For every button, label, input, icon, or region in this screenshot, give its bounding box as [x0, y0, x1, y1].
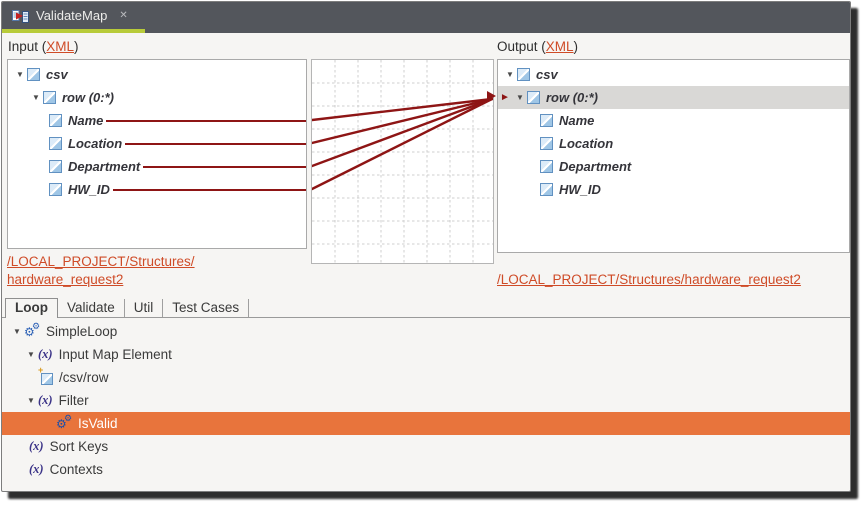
tab-loop[interactable]: Loop — [5, 298, 58, 318]
tree-item-label: IsValid — [78, 416, 118, 431]
node-label: Department — [68, 159, 141, 174]
node-label: csv — [46, 67, 68, 82]
mapper-tab-folder: Loop Validate Util Test Cases — [2, 297, 850, 318]
node-label: csv — [536, 67, 558, 82]
input-node-row[interactable]: ▼ row (0:*) — [8, 86, 306, 109]
node-label: HW_ID — [559, 182, 601, 197]
input-node-department[interactable]: Department — [8, 155, 306, 178]
tab-validate[interactable]: Validate — [58, 299, 125, 317]
tree-item-label: /csv/row — [59, 370, 109, 385]
node-label: HW_ID — [68, 182, 110, 197]
output-node-location[interactable]: Location — [498, 132, 849, 155]
expander-icon[interactable]: ▼ — [27, 350, 35, 359]
function-gears-icon: ⚙ ⚙ — [56, 412, 73, 431]
output-label: Output (XML) — [497, 39, 578, 54]
tree-item-csv-row[interactable]: + /csv/row — [2, 365, 850, 389]
expander-icon[interactable]: ▼ — [506, 70, 514, 79]
output-node-hwid[interactable]: HW_ID — [498, 178, 849, 201]
expander-icon[interactable]: ▼ — [13, 327, 21, 336]
xpath-icon: (x) — [38, 347, 53, 361]
tab-util[interactable]: Util — [125, 299, 164, 317]
tree-item-input-map-element[interactable]: ▼ (x) Input Map Element — [2, 343, 850, 366]
output-label-close: ) — [573, 39, 579, 54]
input-label-text: Input ( — [8, 39, 47, 54]
output-node-csv[interactable]: ▼ csv — [498, 63, 849, 86]
mapping-arrowhead-icon — [487, 91, 496, 101]
node-label: Name — [559, 113, 595, 128]
xml-element-icon — [527, 91, 540, 104]
mapped-arrow-icon: ► — [500, 91, 510, 103]
input-label-close: ) — [74, 39, 79, 54]
expander-icon[interactable]: ▼ — [32, 93, 40, 102]
output-structure-link[interactable]: /LOCAL_PROJECT/Structures/hardware_reque… — [497, 272, 801, 287]
expander-icon[interactable]: ▼ — [16, 70, 24, 79]
input-structure-link[interactable]: /LOCAL_PROJECT/Structures/ hardware_requ… — [7, 253, 247, 289]
tree-item-label: Filter — [58, 393, 89, 408]
input-label: Input (XML) — [8, 39, 79, 54]
xml-element-icon — [540, 137, 553, 150]
input-node-hwid[interactable]: HW_ID — [8, 178, 306, 201]
output-node-department[interactable]: Department — [498, 155, 849, 178]
xml-element-icon — [49, 183, 62, 196]
output-schema-panel: ▼ csv ► ▼ row (0:*) Name Location Depart… — [497, 59, 850, 253]
expander-icon[interactable]: ▼ — [516, 93, 524, 102]
xml-element-icon — [49, 160, 62, 173]
xml-element-icon — [540, 183, 553, 196]
output-label-text: Output ( — [497, 39, 546, 54]
mapper-icon — [12, 9, 29, 23]
tab-title: ValidateMap — [36, 8, 108, 23]
xml-element-icon — [540, 114, 553, 127]
xpath-icon: (x) — [38, 393, 53, 407]
xml-element-icon — [49, 137, 62, 150]
xml-element-icon — [43, 91, 56, 104]
node-label: Location — [559, 136, 614, 151]
output-xml-link[interactable]: XML — [545, 39, 574, 54]
mapping-line — [143, 165, 306, 168]
mapping-lines-svg — [310, 60, 494, 263]
xpath-icon: (x) — [29, 462, 44, 476]
input-schema-panel: ▼ csv ▼ row (0:*) Name Location Departme… — [7, 59, 307, 249]
output-node-name[interactable]: Name — [498, 109, 849, 132]
xml-element-icon — [27, 68, 40, 81]
tree-item-label: Sort Keys — [49, 439, 109, 454]
input-node-name[interactable]: Name — [8, 109, 306, 132]
mapping-line — [106, 119, 306, 122]
expander-icon[interactable]: ▼ — [27, 396, 35, 405]
validatemap-window: ValidateMap ✕ Input (XML) Output (XML) ▼… — [1, 1, 851, 492]
tree-item-isvalid-selected[interactable]: ⚙ ⚙ IsValid — [2, 412, 850, 435]
editor-tabbar: ValidateMap ✕ — [2, 2, 850, 33]
tree-item-simpleloop[interactable]: ▼ ⚙ ⚙ SimpleLoop — [2, 320, 850, 343]
tree-item-filter[interactable]: ▼ (x) Filter — [2, 389, 850, 412]
xml-element-icon — [49, 114, 62, 127]
tab-validatemap[interactable]: ValidateMap ✕ — [2, 2, 145, 29]
input-node-csv[interactable]: ▼ csv — [8, 63, 306, 86]
tree-item-sort-keys[interactable]: (x) Sort Keys — [2, 435, 850, 458]
mapping-line — [125, 142, 306, 145]
tree-item-label: Input Map Element — [58, 347, 172, 362]
new-element-icon: + — [38, 365, 53, 385]
active-tab-indicator — [2, 29, 145, 33]
xml-element-icon — [540, 160, 553, 173]
node-label: row (0:*) — [546, 90, 598, 105]
tree-item-contexts[interactable]: (x) Contexts — [2, 458, 850, 481]
tab-test-cases[interactable]: Test Cases — [163, 299, 250, 317]
node-label: Location — [68, 136, 123, 151]
mapping-line — [112, 188, 306, 191]
xml-element-icon — [517, 68, 530, 81]
output-node-row-selected[interactable]: ► ▼ row (0:*) — [498, 86, 849, 109]
xpath-icon: (x) — [29, 439, 44, 453]
input-xml-link[interactable]: XML — [46, 39, 75, 54]
function-gears-icon: ⚙ ⚙ — [24, 320, 41, 339]
loop-tree: ▼ ⚙ ⚙ SimpleLoop ▼ (x) Input Map Element… — [2, 320, 850, 491]
input-node-location[interactable]: Location — [8, 132, 306, 155]
node-label: Name — [68, 113, 104, 128]
input-structure-link-line2[interactable]: hardware_request2 — [7, 272, 124, 287]
node-label: row (0:*) — [62, 90, 114, 105]
node-label: Department — [559, 159, 632, 174]
input-structure-link-line1[interactable]: /LOCAL_PROJECT/Structures/ — [7, 254, 195, 269]
tree-item-label: Contexts — [49, 462, 103, 477]
close-icon[interactable]: ✕ — [119, 10, 128, 21]
mapping-canvas[interactable] — [310, 59, 494, 264]
tree-item-label: SimpleLoop — [46, 324, 118, 339]
